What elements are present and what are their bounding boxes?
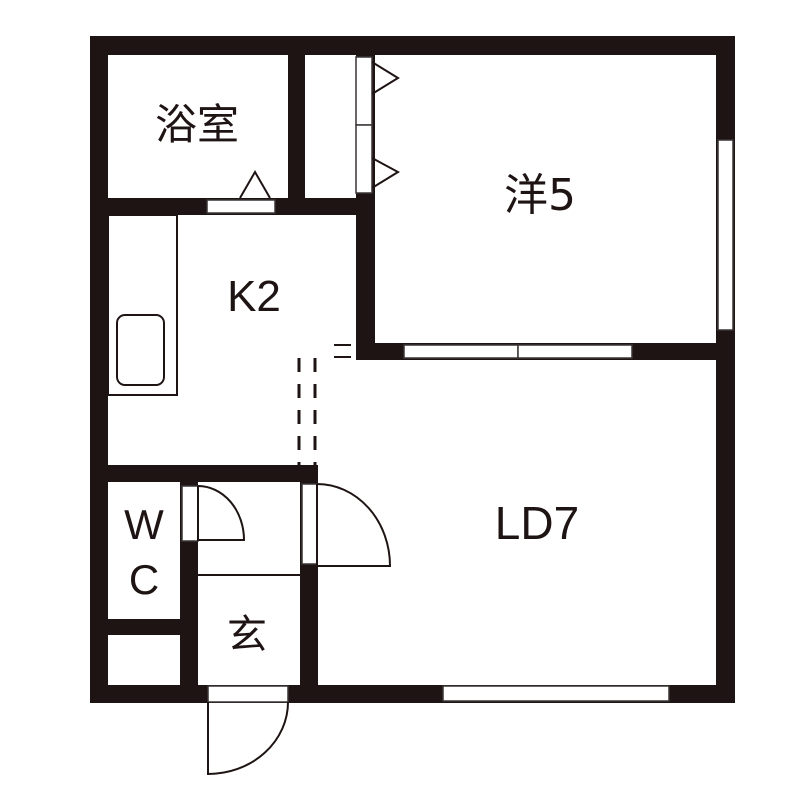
room-label-entrance: 玄 (227, 612, 267, 658)
room-label-bathroom: 浴室 (154, 100, 240, 149)
doors (197, 61, 401, 776)
room-label-toilet-c: C (128, 556, 160, 603)
room-label-living-dining: LD7 (494, 497, 580, 549)
windows (181, 56, 734, 703)
room-label-toilet-w: W (124, 501, 164, 548)
room-label-kitchen: K2 (227, 272, 281, 321)
fixtures (107, 214, 351, 576)
room-label-western-room: 洋5 (504, 170, 576, 221)
interior-walls (90, 55, 735, 703)
